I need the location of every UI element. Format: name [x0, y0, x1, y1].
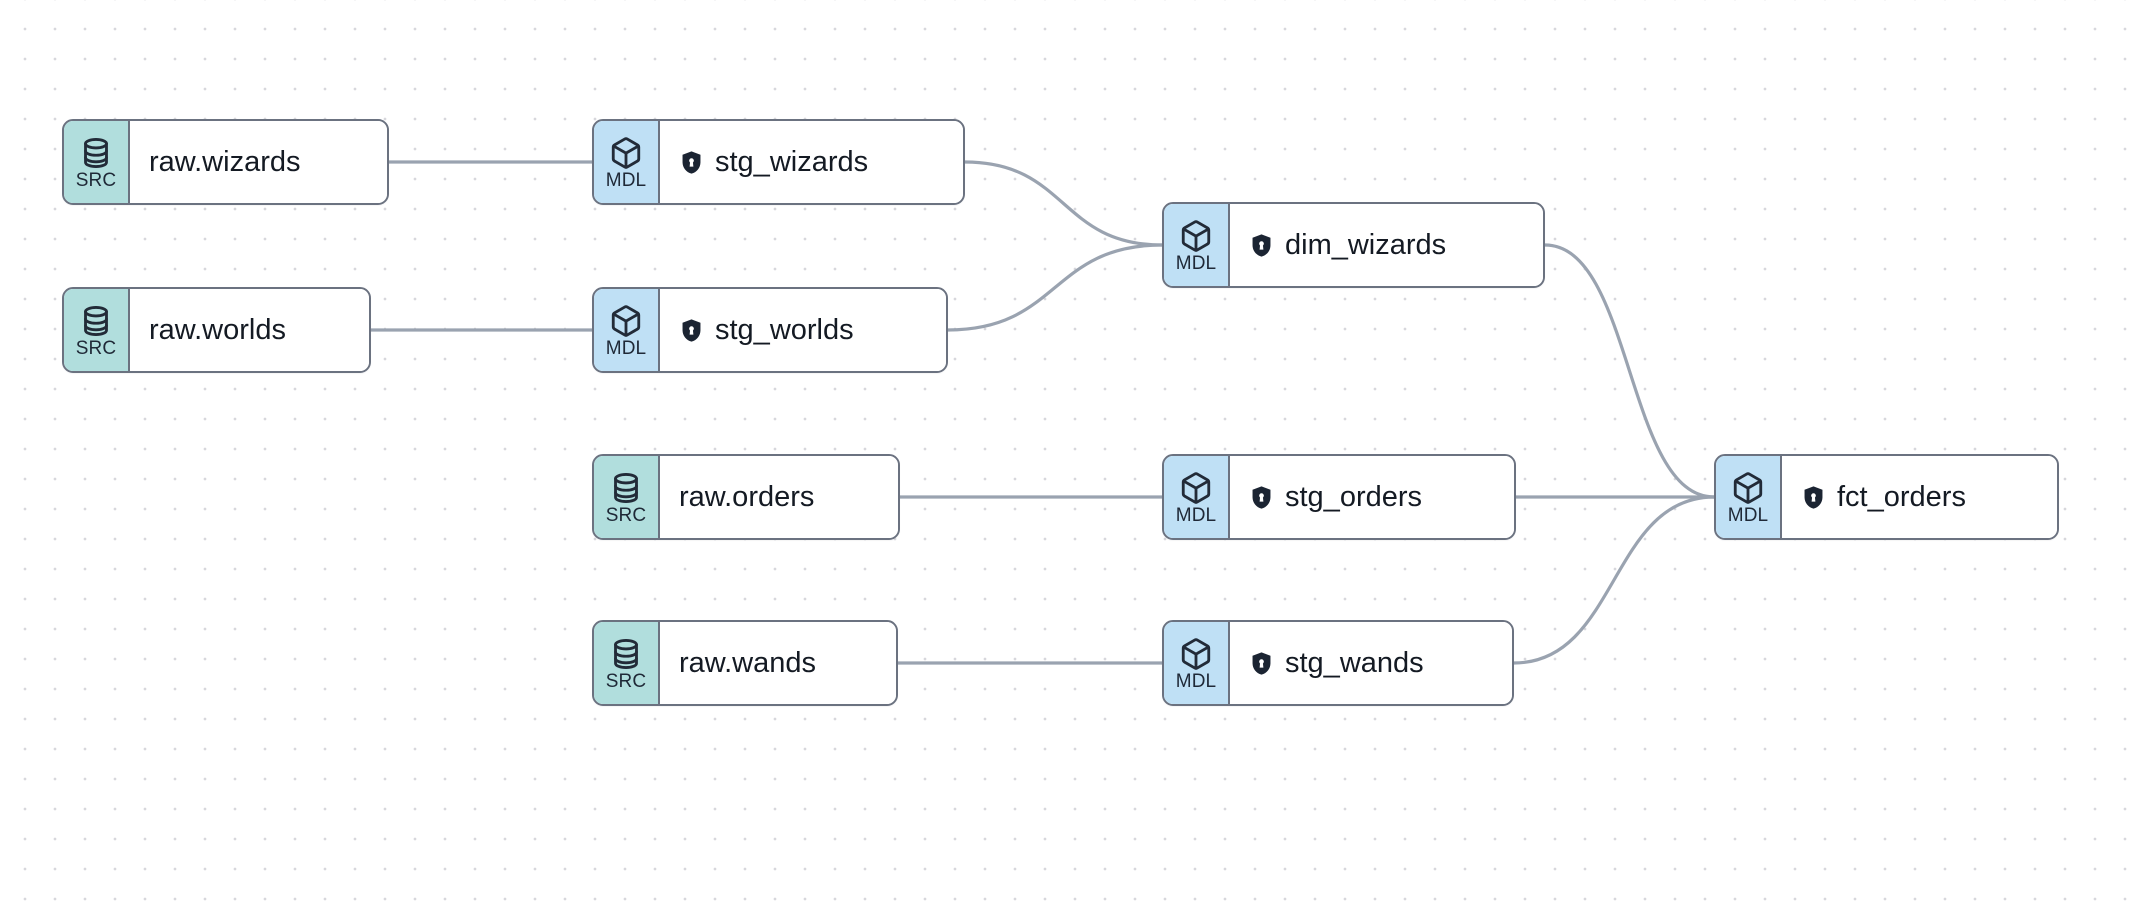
node-type-badge: SRC: [64, 121, 130, 203]
node-body: raw.orders: [660, 456, 898, 538]
graph-node-raw_wands[interactable]: SRC raw.wands: [592, 620, 898, 706]
cube-icon: [609, 136, 643, 170]
graph-node-stg_wands[interactable]: MDL stg_wands: [1162, 620, 1514, 706]
graph-node-raw_worlds[interactable]: SRC raw.worlds: [62, 287, 371, 373]
graph-edge-stg_wands-to-fct_orders: [1512, 495, 1716, 665]
node-type-badge: SRC: [594, 456, 660, 538]
node-body: stg_wizards: [660, 121, 963, 203]
node-body: raw.worlds: [130, 289, 369, 371]
node-type-label: SRC: [75, 337, 117, 359]
node-label: raw.orders: [679, 481, 815, 513]
node-body: dim_wizards: [1230, 204, 1543, 286]
cube-icon: [1179, 637, 1213, 671]
node-type-label: MDL: [605, 337, 647, 359]
node-type-label: SRC: [75, 169, 117, 191]
graph-edge-stg_worlds-to-dim_wizards: [946, 243, 1164, 332]
node-label: stg_orders: [1285, 481, 1423, 513]
node-label: stg_wands: [1285, 647, 1424, 679]
node-body: raw.wands: [660, 622, 896, 704]
graph-node-stg_wizards[interactable]: MDL stg_wizards: [592, 119, 965, 205]
node-type-badge: MDL: [594, 121, 660, 203]
shield-lock-icon: [679, 150, 704, 175]
node-type-label: SRC: [605, 504, 647, 526]
node-label: dim_wizards: [1285, 229, 1447, 261]
graph-node-stg_orders[interactable]: MDL stg_orders: [1162, 454, 1516, 540]
node-type-label: MDL: [1175, 504, 1217, 526]
node-label: stg_worlds: [715, 314, 854, 346]
cube-icon: [609, 304, 643, 338]
graph-node-fct_orders[interactable]: MDL fct_orders: [1714, 454, 2059, 540]
node-body: fct_orders: [1782, 456, 2057, 538]
graph-node-dim_wizards[interactable]: MDL dim_wizards: [1162, 202, 1545, 288]
node-type-badge: MDL: [1164, 622, 1230, 704]
node-type-label: MDL: [1175, 252, 1217, 274]
graph-edge-dim_wizards-to-fct_orders: [1543, 243, 1716, 499]
database-icon: [609, 637, 643, 671]
graph-edge-stg_wizards-to-dim_wizards: [963, 160, 1164, 247]
database-icon: [79, 304, 113, 338]
node-label: fct_orders: [1837, 481, 1966, 513]
node-label: stg_wizards: [715, 146, 869, 178]
node-type-label: MDL: [1175, 670, 1217, 692]
cube-icon: [1179, 471, 1213, 505]
shield-lock-icon: [1801, 485, 1826, 510]
graph-node-raw_wizards[interactable]: SRC raw.wizards: [62, 119, 389, 205]
database-icon: [79, 136, 113, 170]
cube-icon: [1179, 219, 1213, 253]
node-type-badge: MDL: [594, 289, 660, 371]
shield-lock-icon: [1249, 485, 1274, 510]
node-type-label: MDL: [1727, 504, 1769, 526]
node-type-label: MDL: [605, 169, 647, 191]
node-type-badge: MDL: [1164, 204, 1230, 286]
node-body: stg_orders: [1230, 456, 1514, 538]
shield-lock-icon: [679, 318, 704, 343]
node-type-badge: SRC: [594, 622, 660, 704]
node-type-badge: MDL: [1164, 456, 1230, 538]
node-type-badge: MDL: [1716, 456, 1782, 538]
node-type-badge: SRC: [64, 289, 130, 371]
node-label: raw.worlds: [149, 314, 286, 346]
node-type-label: SRC: [605, 670, 647, 692]
node-label: raw.wands: [679, 647, 817, 679]
node-body: stg_wands: [1230, 622, 1512, 704]
cube-icon: [1731, 471, 1765, 505]
node-body: stg_worlds: [660, 289, 946, 371]
graph-node-stg_worlds[interactable]: MDL stg_worlds: [592, 287, 948, 373]
node-body: raw.wizards: [130, 121, 387, 203]
graph-node-raw_orders[interactable]: SRC raw.orders: [592, 454, 900, 540]
node-label: raw.wizards: [149, 146, 301, 178]
shield-lock-icon: [1249, 651, 1274, 676]
shield-lock-icon: [1249, 233, 1274, 258]
database-icon: [609, 471, 643, 505]
